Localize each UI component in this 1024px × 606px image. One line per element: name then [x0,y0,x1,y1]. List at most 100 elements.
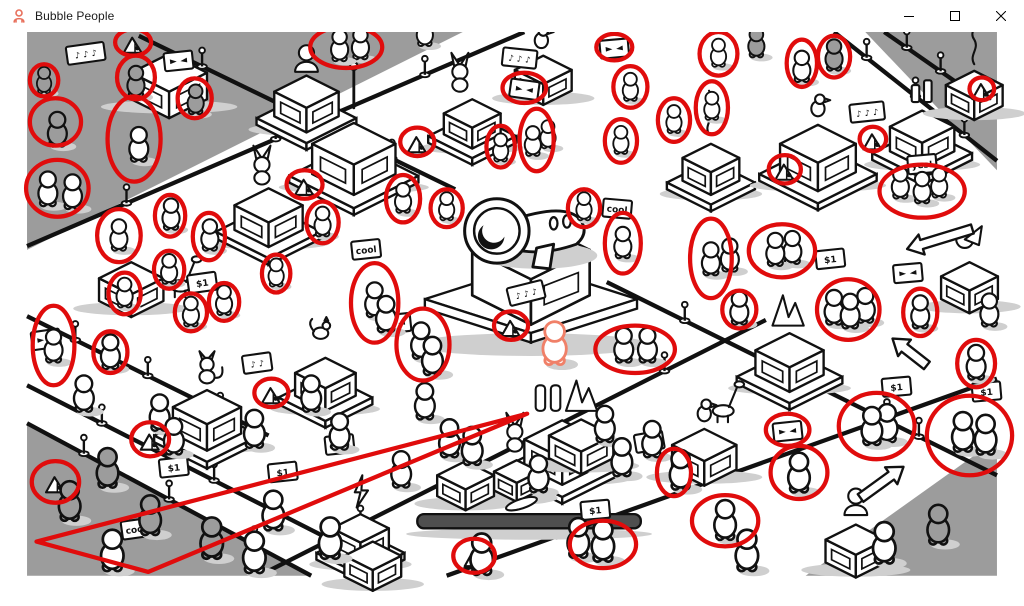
person[interactable] [703,90,728,124]
boo-sign[interactable] [162,49,195,73]
exhibit-pedestal[interactable] [923,69,1024,122]
tent-prop[interactable] [406,136,427,154]
person[interactable] [527,454,559,498]
close-button[interactable] [978,0,1024,32]
exhibit-pedestal[interactable] [864,109,981,187]
bird-statue[interactable] [533,32,555,50]
person[interactable] [700,241,729,280]
tent-prop[interactable] [260,387,281,405]
bird-statue[interactable] [810,93,832,118]
person[interactable] [713,498,747,545]
person[interactable] [786,451,821,498]
person[interactable] [115,276,141,312]
cool-sign[interactable]: cool [350,238,383,261]
person[interactable] [613,326,643,368]
title-bar[interactable]: Bubble People [0,0,1024,32]
person[interactable] [95,446,130,493]
person[interactable] [57,479,92,526]
bunny-statue[interactable] [450,51,470,93]
boo-sign[interactable] [598,37,631,60]
price-sign[interactable]: $1 [814,247,847,271]
person[interactable] [72,374,104,417]
megaphone-statue[interactable] [463,197,598,271]
person[interactable] [610,436,643,482]
crystal-statue[interactable] [564,379,599,412]
app-icon[interactable] [11,8,27,24]
person[interactable] [242,408,276,453]
person[interactable] [413,381,445,425]
person[interactable] [160,253,186,288]
rooster-statue[interactable] [309,316,332,340]
person[interactable] [719,237,748,276]
bunny-statue[interactable] [252,144,272,186]
note-sign[interactable]: ♪ ♪ ♪ [64,40,107,66]
person[interactable] [523,125,550,160]
price-sign[interactable]: $1 [186,270,219,295]
person[interactable] [128,125,158,167]
person[interactable] [930,166,956,202]
boo-sign[interactable] [892,261,924,285]
person[interactable] [839,292,870,333]
person[interactable] [621,71,646,105]
highlighted-person[interactable] [541,320,579,371]
person[interactable] [912,170,940,208]
note-sign[interactable]: ♪ ♪ ♪ [505,279,547,307]
price-sign[interactable]: $1 [880,375,913,398]
legs-statue[interactable] [534,384,562,412]
tent-prop[interactable] [139,433,160,451]
price-sign[interactable]: $1 [579,498,612,521]
person[interactable] [926,503,960,550]
exhibit-pedestal[interactable] [918,260,1021,315]
exhibit-pedestal[interactable] [659,142,763,214]
note-sign[interactable]: ♪ ♪ ♪ [848,100,886,124]
chimneys-statue[interactable] [910,79,933,104]
person[interactable] [709,37,734,71]
person[interactable] [950,410,985,457]
smoke-statue[interactable] [971,32,977,66]
giraffe-statue[interactable] [711,380,746,424]
person[interactable] [979,292,1008,331]
person[interactable] [37,170,67,211]
tent-prop[interactable] [774,163,795,181]
exhibit-pedestal[interactable] [321,540,424,593]
person[interactable] [109,218,137,255]
person[interactable] [186,83,212,119]
boo-sign[interactable] [771,419,804,443]
person[interactable] [415,32,442,51]
person[interactable] [747,32,773,62]
person[interactable] [43,328,72,367]
person[interactable] [641,419,672,462]
boo-sign[interactable] [508,77,541,101]
bird-statue[interactable] [696,398,718,423]
person[interactable] [612,124,637,158]
person[interactable] [973,413,1008,460]
person[interactable] [765,231,794,271]
price-sign[interactable]: $1 [157,455,190,479]
person[interactable] [636,326,667,368]
person[interactable] [665,104,690,137]
person[interactable] [214,284,241,320]
person[interactable] [575,191,600,225]
exhibit-pedestal[interactable] [207,187,330,267]
person[interactable] [267,257,292,291]
note-sign[interactable]: ♪ ♪ [241,351,274,375]
note-sign[interactable]: ♪ ♪ ♪ [500,46,539,70]
tent-prop[interactable] [122,36,143,54]
exhibit-pedestal[interactable] [278,121,429,217]
person[interactable] [241,530,277,579]
person[interactable] [729,290,758,329]
tent-prop[interactable] [500,319,521,338]
person[interactable] [871,520,907,569]
person[interactable] [782,229,811,269]
person[interactable] [965,343,996,385]
person[interactable] [613,225,640,263]
person[interactable] [328,412,360,455]
person[interactable] [390,450,421,493]
person[interactable] [317,516,353,564]
bolt-statue[interactable] [353,474,370,509]
minimize-button[interactable] [886,0,932,32]
person[interactable] [300,374,331,417]
cat-statue[interactable] [198,350,224,385]
crystal-statue[interactable] [771,294,805,327]
